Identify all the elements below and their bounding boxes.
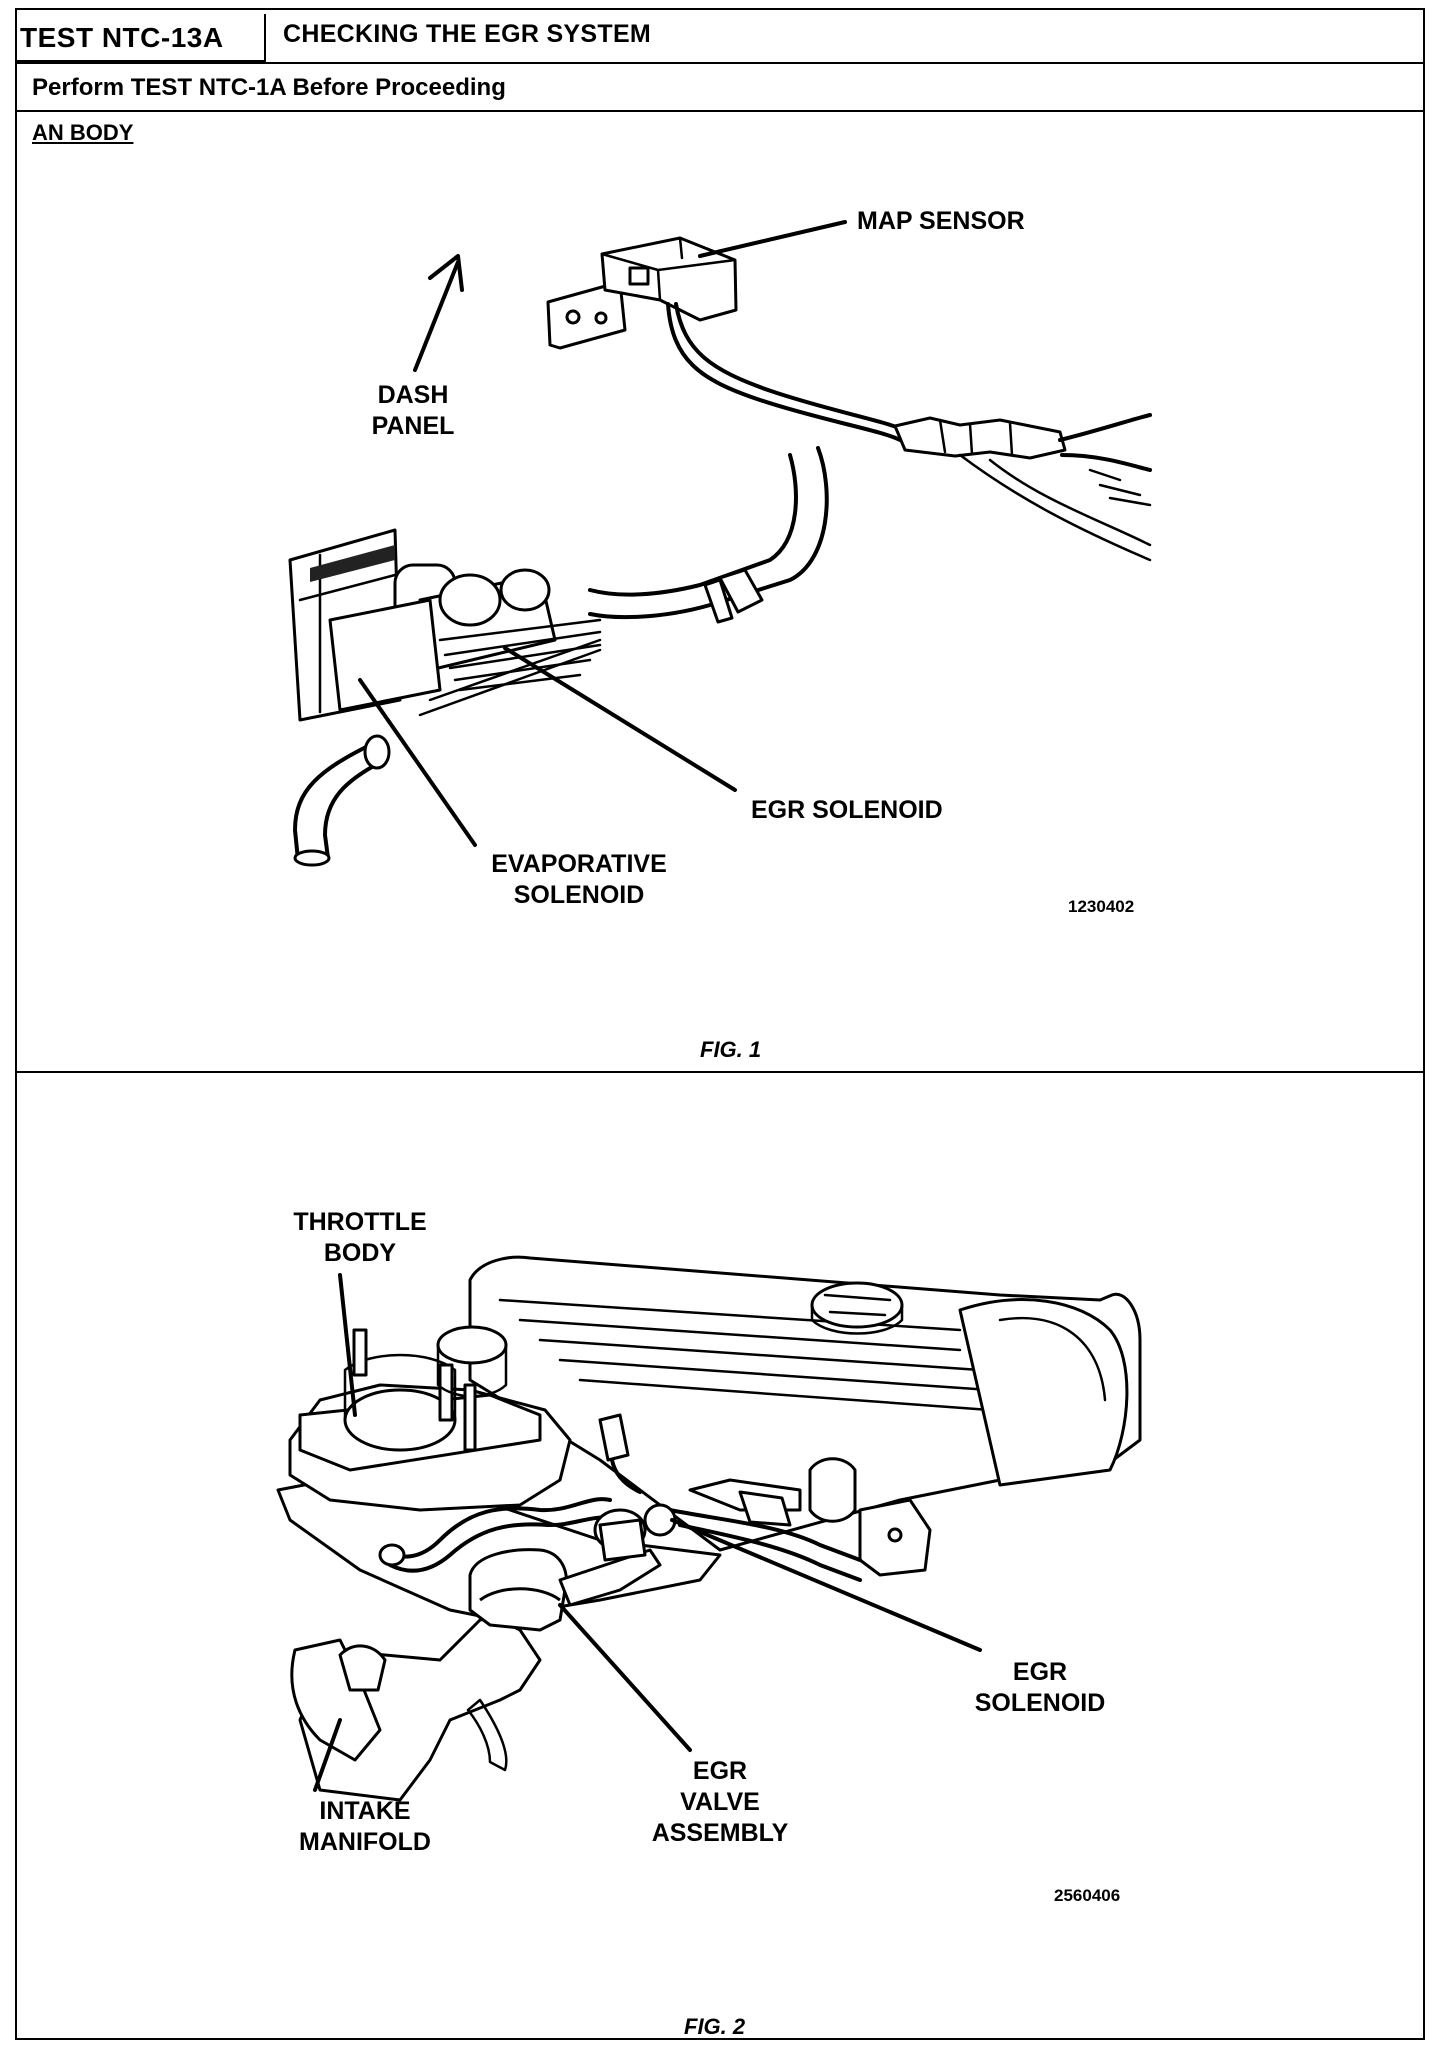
label-egr-valve-line3: ASSEMBLY: [651, 1819, 789, 1847]
label-egr-valve-line2: VALVE: [680, 1788, 760, 1816]
bracket-bolt: [887, 1527, 903, 1543]
page-frame: [15, 8, 1425, 2040]
leader-egr-solenoid: [670, 1518, 982, 1652]
label-evaporative-line2: SOLENOID: [513, 881, 645, 909]
header-rule-1: [16, 62, 1424, 64]
egr-solenoid: [598, 1413, 630, 1462]
figure-2-number: 2560406: [1054, 1886, 1121, 1905]
label-intake-manifold-line1: INTAKE: [319, 1797, 411, 1825]
tube-fitting: [378, 1543, 406, 1567]
body-label: AN BODY: [32, 120, 134, 145]
label-throttle-body-line2: BODY: [323, 1239, 397, 1267]
page-title: CHECKING THE EGR SYSTEM: [283, 20, 652, 48]
bracket-hole: [565, 309, 581, 325]
leader-egr-solenoid: [503, 646, 737, 792]
dash-panel-arrow-head: [428, 254, 464, 292]
label-throttle-body-line1: THROTTLE: [293, 1208, 427, 1236]
harness-wires: [1058, 413, 1152, 442]
header-rule-2: [16, 110, 1424, 112]
evaporative-solenoid-body: [328, 598, 442, 712]
label-map-sensor: MAP SENSOR: [857, 207, 1025, 235]
figure-1-number: 1230402: [1068, 897, 1135, 916]
figure-1-caption: FIG. 1: [700, 1037, 762, 1062]
map-sensor-body: [600, 236, 738, 322]
solenoid-port: [499, 568, 551, 612]
harness-connector: [893, 416, 1067, 460]
test-id-box: [16, 14, 266, 62]
oil-filler-cap: [810, 1281, 904, 1329]
leader-egr-valve: [558, 1603, 692, 1752]
leader-evaporative-solenoid: [358, 678, 477, 847]
lower-hose: [293, 743, 372, 862]
figure-divider: [16, 1071, 1424, 1073]
test-id: TEST NTC-13A: [20, 22, 224, 53]
solenoid-port: [438, 573, 502, 627]
vacuum-hose: [588, 453, 798, 597]
label-dash-panel-line2: PANEL: [371, 412, 455, 440]
label-egr-solenoid-line1: EGR: [1012, 1658, 1068, 1686]
leader-intake-manifold: [313, 1718, 342, 1792]
dash-panel-arrow-shaft: [413, 260, 460, 372]
figure-2-caption: FIG. 2: [684, 2014, 746, 2039]
prerequisite-note: Perform TEST NTC-1A Before Proceeding: [32, 74, 506, 101]
throttle-cap-stud: [463, 1383, 477, 1452]
label-egr-solenoid-line2: SOLENOID: [974, 1689, 1106, 1717]
leader-throttle-body: [338, 1273, 357, 1417]
hose-clamp: [363, 734, 391, 770]
label-intake-manifold-line2: MANIFOLD: [299, 1828, 431, 1856]
hose-end: [293, 849, 331, 867]
label-egr-solenoid: EGR SOLENOID: [751, 796, 943, 824]
bracket-hole: [594, 311, 608, 325]
label-evaporative-line1: EVAPORATIVE: [491, 850, 667, 878]
egr-solenoid-mount: [808, 1457, 857, 1523]
throttle-body-stud: [352, 1328, 368, 1377]
label-egr-valve-line1: EGR: [692, 1757, 748, 1785]
leader-map-sensor: [698, 220, 847, 258]
label-dash-panel-line1: DASH: [377, 381, 449, 409]
throttle-cap: [436, 1325, 508, 1365]
map-vacuum-hose: [666, 302, 902, 442]
map-connector-tab: [628, 266, 650, 286]
vacuum-tube: [383, 1497, 612, 1559]
egr-valve-tube: [558, 1548, 662, 1607]
hose-clamp: [718, 568, 764, 614]
manifold-runner: [290, 1638, 382, 1762]
